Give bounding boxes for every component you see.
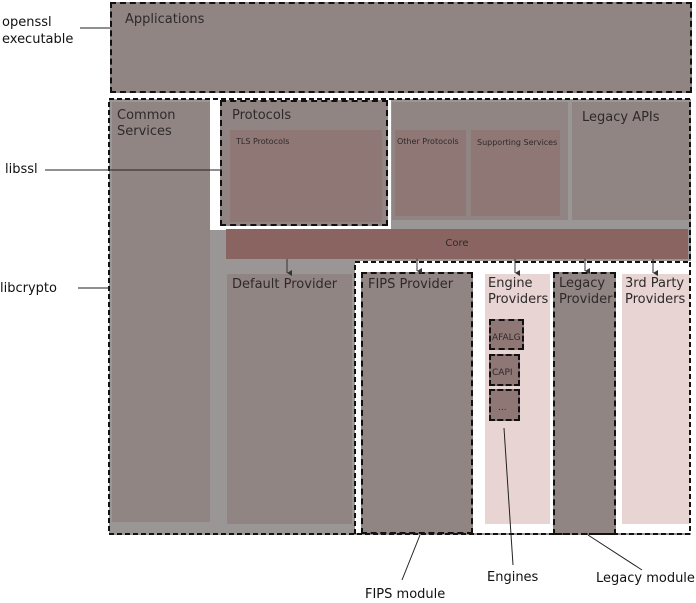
- fips-module-callout: FIPS module: [365, 587, 446, 602]
- tls-protocols-label: TLS Protocols: [236, 137, 290, 146]
- engine-afalg-label: AFALG: [492, 333, 521, 343]
- common-services-label: Common Services: [117, 108, 176, 139]
- third-party-providers-label: 3rd Party Providers: [625, 276, 686, 307]
- other-protocols-box: Other Protocols: [395, 130, 466, 216]
- tls-protocols-box: TLS Protocols: [230, 130, 382, 222]
- legacy-apis-label: Legacy APIs: [582, 110, 660, 125]
- supporting-services-box: Supporting Services: [471, 130, 560, 216]
- engine-afalg: AFALG: [489, 319, 524, 350]
- legacy-provider-box: Legacy Provider: [553, 272, 616, 535]
- applications-box: Applications: [110, 2, 692, 93]
- engine-providers-label: Engine Providers: [488, 276, 549, 307]
- core-box: Core: [226, 229, 688, 259]
- engine-capi: CAPI: [489, 354, 520, 386]
- engine-more: ...: [489, 389, 520, 421]
- core-label: Core: [445, 238, 469, 249]
- openssl-executable-callout: openssl executable: [2, 15, 74, 47]
- other-protocols-label: Other Protocols: [397, 137, 459, 146]
- protocols-box: Protocols TLS Protocols: [220, 100, 388, 226]
- legacy-module-callout: Legacy module: [596, 571, 695, 586]
- default-provider-box: Default Provider: [227, 274, 352, 524]
- common-services-box: Common Services: [112, 102, 210, 522]
- engine-providers-box: Engine Providers AFALG CAPI ...: [485, 274, 550, 524]
- engine-capi-label: CAPI: [492, 368, 513, 378]
- engine-more-label: ...: [498, 403, 507, 413]
- other-services-box: Other Protocols Supporting Services: [392, 102, 568, 220]
- legacy-apis-box: Legacy APIs: [572, 102, 689, 220]
- fips-provider-label: FIPS Provider: [368, 277, 454, 292]
- protocols-label: Protocols: [232, 108, 292, 123]
- supporting-services-label: Supporting Services: [477, 138, 558, 147]
- libssl-callout: libssl: [5, 162, 38, 177]
- applications-label: Applications: [125, 12, 205, 27]
- engines-callout: Engines: [487, 570, 539, 585]
- libcrypto-callout: libcrypto: [0, 281, 57, 296]
- third-party-providers-box: 3rd Party Providers: [622, 274, 690, 524]
- legacy-provider-label: Legacy Provider: [559, 276, 613, 307]
- default-provider-label: Default Provider: [232, 277, 338, 292]
